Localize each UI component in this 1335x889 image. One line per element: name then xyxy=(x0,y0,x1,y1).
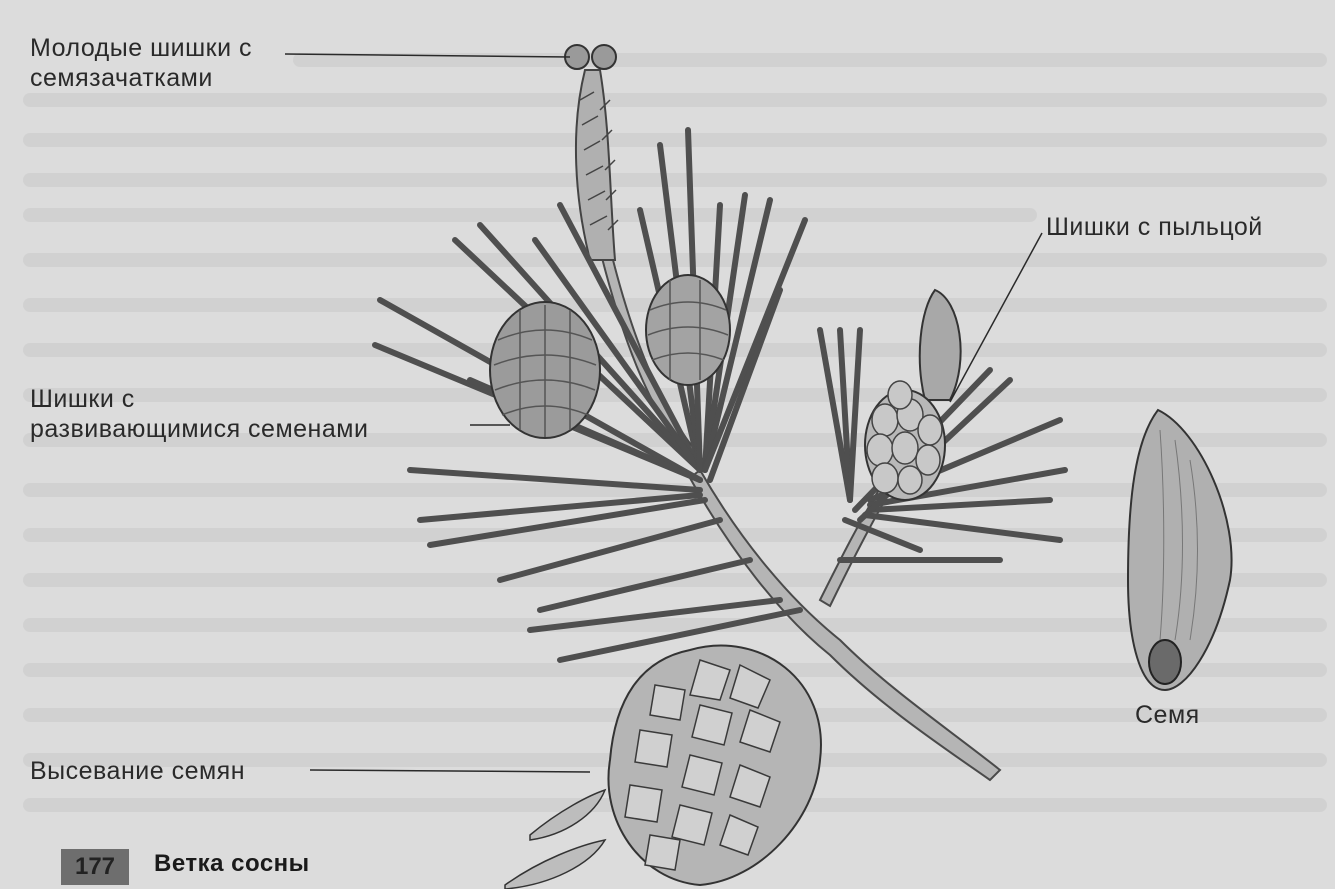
label-developing-line2: развивающимися семенами xyxy=(30,414,368,445)
figure-caption: Ветка сосны xyxy=(154,850,310,878)
figure-number-badge: 177 xyxy=(61,849,129,885)
mature-open-cone xyxy=(505,646,821,889)
label-pollen-cones: Шишки с пыльцой xyxy=(1046,212,1263,243)
leader-seed-release xyxy=(310,770,590,772)
label-young-cones-line2: семязачатками xyxy=(30,63,213,94)
seed-with-wing xyxy=(1128,410,1232,690)
label-seed-release: Высевание семян xyxy=(30,756,245,787)
label-young-cones-line1: Молодые шишки с xyxy=(30,33,252,64)
label-developing-line1: Шишки с xyxy=(30,384,135,415)
label-seed: Семя xyxy=(1135,700,1200,731)
